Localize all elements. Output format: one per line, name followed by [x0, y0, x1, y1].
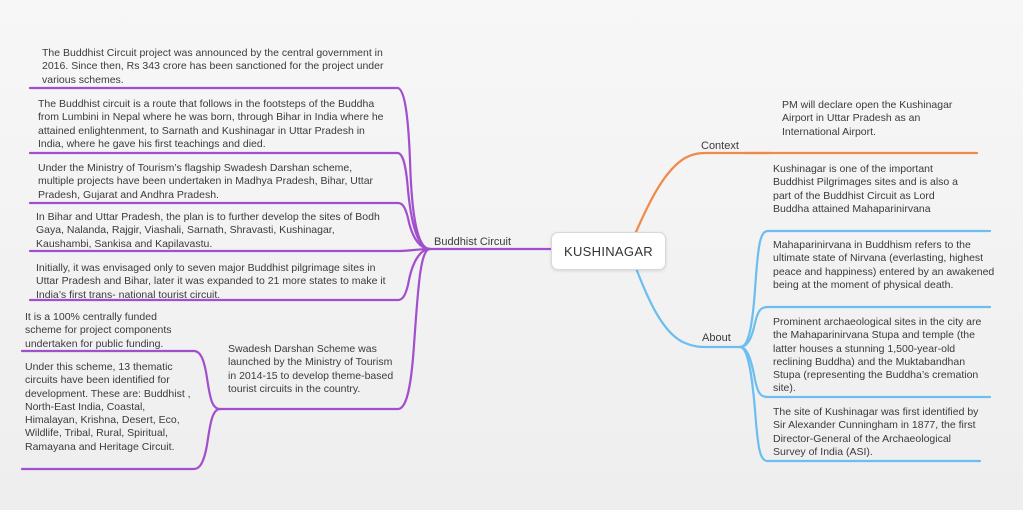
about-note-2: Mahaparinirvana in Buddhism refers to th…	[773, 239, 995, 291]
connector-swadesh-child-2	[20, 407, 222, 471]
about-note-4: The site of Kushinagar was first identif…	[773, 406, 979, 458]
branch-label-buddhist-circuit[interactable]: Buddhist Circuit	[434, 236, 512, 248]
connector-root-about	[634, 266, 742, 349]
connector-bc-swadesh	[218, 247, 432, 411]
branch-label-about[interactable]: About	[702, 332, 731, 344]
branch-label-context[interactable]: Context	[701, 140, 739, 152]
connector-bc-note-5	[28, 247, 432, 302]
bc-note-2: The Buddhist circuit is a route that fol…	[38, 98, 384, 150]
bc-note-4: In Bihar and Uttar Pradesh, the plan is …	[36, 211, 380, 250]
connector-swadesh-child-1	[20, 349, 222, 411]
connector-bc-note-2	[28, 151, 432, 251]
connector-about-note-1	[738, 229, 992, 349]
swadesh-node: Swadesh Darshan Scheme was launched by t…	[228, 343, 394, 395]
context-note-1: PM will declare open the Kushinagar Airp…	[782, 99, 953, 138]
connector-about-note-4	[738, 345, 982, 463]
swadesh-child-2: Under this scheme, 13 thematic circuits …	[25, 361, 191, 453]
about-note-1: Kushinagar is one of the important Buddh…	[773, 163, 959, 215]
connector-bc-note-3	[28, 201, 432, 251]
about-note-3: Prominent archaeological sites in the ci…	[773, 316, 982, 395]
bc-note-5: Initially, it was envisaged only to seve…	[36, 262, 386, 301]
swadesh-child-1: It is a 100% centrally funded scheme for…	[25, 311, 172, 350]
connector-about-note-2	[738, 305, 992, 349]
connector-root-context	[634, 151, 772, 234]
bc-note-1: The Buddhist Circuit project was announc…	[42, 47, 384, 86]
connector-about-note-3	[738, 345, 992, 399]
bc-note-3: Under the Ministry of Tourism’s flagship…	[38, 162, 374, 201]
root-node[interactable]: KUSHINAGAR	[551, 232, 666, 270]
